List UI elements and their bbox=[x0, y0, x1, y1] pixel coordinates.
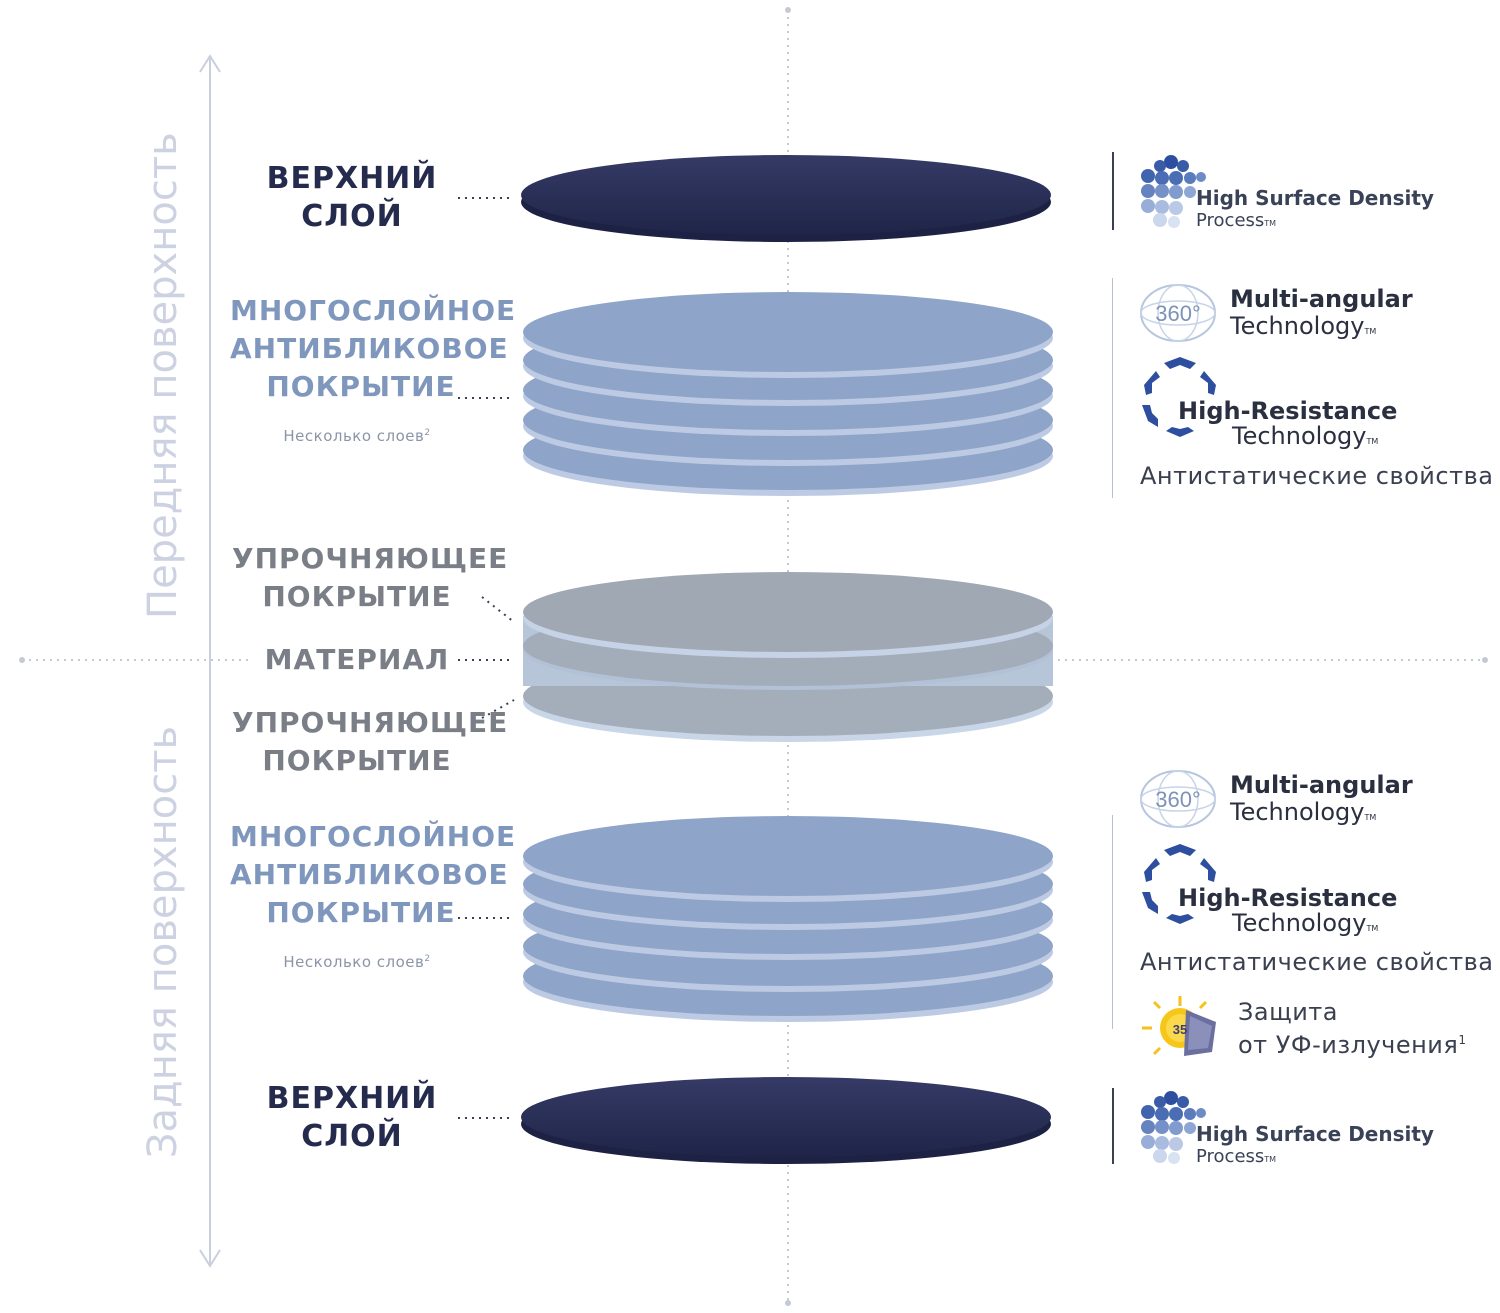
resistance-ring-icon bbox=[1142, 844, 1216, 924]
high-resistance-title: High-Resistance bbox=[1178, 397, 1398, 425]
uv-protection: 35 Защита от УФ-излучения1 bbox=[1140, 994, 1470, 1064]
multi-angular-back: 360° Multi-angular TechnologyTM bbox=[1138, 768, 1418, 830]
material-label: МАТЕРИАЛ bbox=[264, 643, 450, 676]
hsd-title: High Surface Density bbox=[1196, 1122, 1434, 1146]
multi-angular-subtitle: TechnologyTM bbox=[1230, 798, 1377, 826]
svg-text:360°: 360° bbox=[1155, 301, 1201, 326]
antistatic-back: Антистатические свойства bbox=[1140, 948, 1494, 976]
ar-coating-front-stack bbox=[523, 292, 1053, 496]
material-stack bbox=[523, 572, 1053, 742]
ar-coating-front-label: МНОГОСЛОЙНОЕ АНТИБЛИКОВОЕ ПОКРЫТИЕ bbox=[230, 294, 517, 403]
ar-coating-front-note: Несколько слоев2 bbox=[283, 427, 431, 445]
hard-coating-front-label: УПРОЧНЯЮЩЕЕ ПОКРЫТИЕ bbox=[232, 542, 509, 613]
hard-coating-back-label: УПРОЧНЯЮЩЕЕ ПОКРЫТИЕ bbox=[232, 706, 509, 777]
hsd-title: High Surface Density bbox=[1196, 186, 1434, 210]
top-layer-front-label: ВЕРХНИЙ СЛОЙ bbox=[266, 161, 438, 234]
dots-cluster-icon bbox=[1141, 155, 1206, 228]
feature-divider-back bbox=[1112, 815, 1113, 1029]
antistatic-front: Антистатические свойства bbox=[1140, 462, 1494, 490]
top-layer-back-label: ВЕРХНИЙ СЛОЙ bbox=[266, 1081, 438, 1154]
feature-divider-hsd-back bbox=[1112, 1088, 1114, 1164]
double-arrow-icon bbox=[199, 54, 221, 1268]
svg-text:35: 35 bbox=[1173, 1022, 1187, 1037]
ar-coating-back-note: Несколько слоев2 bbox=[283, 953, 431, 971]
feature-divider-front bbox=[1112, 278, 1113, 498]
hsd-process-front: High Surface Density ProcessTM bbox=[1138, 154, 1434, 234]
back-surface-label: Задняя поверхность bbox=[140, 725, 186, 1159]
top-layer-front-disc bbox=[521, 155, 1051, 242]
multi-angular-title: Multi-angular bbox=[1230, 285, 1413, 313]
resistance-ring-icon bbox=[1142, 357, 1216, 437]
feature-divider-hsd-front bbox=[1112, 152, 1114, 230]
high-resistance-title: High-Resistance bbox=[1178, 884, 1398, 912]
dots-cluster-icon bbox=[1141, 1091, 1206, 1164]
svg-text:360°: 360° bbox=[1155, 787, 1201, 812]
hsd-process-back: High Surface Density ProcessTM bbox=[1138, 1090, 1434, 1170]
hsd-subtitle: ProcessTM bbox=[1196, 210, 1277, 231]
front-surface-label: Передняя поверхность bbox=[140, 132, 186, 619]
top-layer-back-disc bbox=[521, 1077, 1051, 1164]
uv-subtitle: от УФ-излучения1 bbox=[1238, 1031, 1467, 1059]
ar-coating-back-label: МНОГОСЛОЙНОЕ АНТИБЛИКОВОЕ ПОКРЫТИЕ bbox=[230, 820, 517, 929]
high-resistance-front: High-Resistance TechnologyTM bbox=[1138, 355, 1418, 450]
multi-angular-subtitle: TechnologyTM bbox=[1230, 312, 1377, 340]
multi-angle-360-icon: 360° bbox=[1140, 770, 1216, 828]
multi-angular-front: 360° Multi-angular TechnologyTM bbox=[1138, 282, 1418, 344]
high-resistance-subtitle: TechnologyTM bbox=[1232, 909, 1379, 937]
hsd-subtitle: ProcessTM bbox=[1196, 1146, 1277, 1167]
uv-title: Защита bbox=[1238, 998, 1338, 1026]
sun-uv-icon: 35 bbox=[1142, 996, 1216, 1056]
multi-angle-360-icon: 360° bbox=[1140, 284, 1216, 342]
ar-coating-back-stack bbox=[523, 816, 1053, 1022]
high-resistance-back: High-Resistance TechnologyTM bbox=[1138, 842, 1418, 937]
multi-angular-title: Multi-angular bbox=[1230, 771, 1413, 799]
leader-hard-front bbox=[481, 596, 515, 623]
high-resistance-subtitle: TechnologyTM bbox=[1232, 422, 1379, 450]
